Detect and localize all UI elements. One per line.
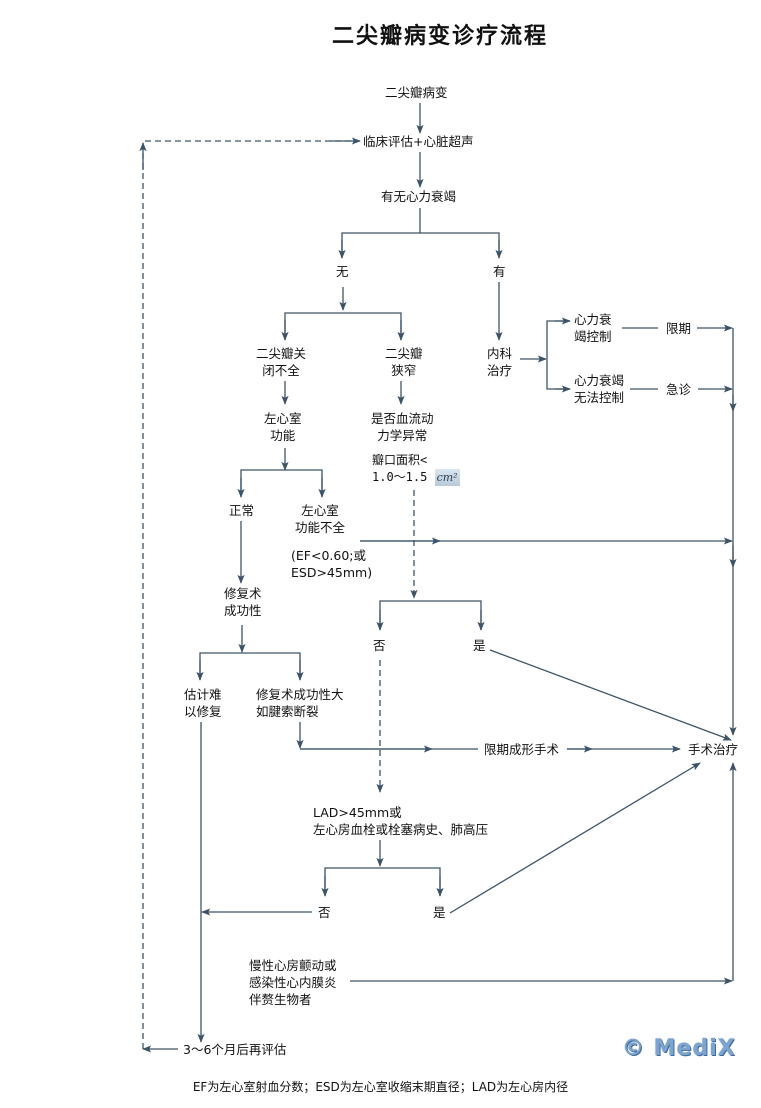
node-lad-no: 否 [318, 905, 331, 920]
node-valve-area: 瓣口面积< 1.0～1.5 cm² [372, 453, 460, 486]
node-af-endocarditis: 慢性心房颤动或 感染性心内膜炎 伴赘生物者 [249, 958, 337, 1007]
node-lad-question: LAD>45mm或左心房血栓或栓塞病史、肺高压 [313, 805, 489, 837]
node-hf-uncontrolled: 心力衰竭无法控制 [574, 373, 625, 405]
node-likely-repair: 修复术成功性大如腱索断裂 [256, 687, 344, 719]
node-hemo-yes: 是 [473, 638, 486, 653]
node-lv-function: 左心室功能 [264, 411, 302, 443]
node-lv-dysfunction: 左心室功能不全 [295, 503, 346, 535]
edge-hfq-branch [341, 232, 500, 258]
footnote: EF为左心室射血分数；ESD为左心室收缩末期直径；LAD为左心房内径 [192, 1080, 569, 1094]
unit-cm2: cm² [434, 469, 460, 486]
node-no-hf: 无 [336, 264, 349, 279]
node-reevaluate: 3～6个月后再评估 [183, 1042, 287, 1057]
node-hf-controlled: 心力衰竭控制 [574, 312, 612, 344]
node-lad-yes: 是 [433, 905, 446, 920]
node-surgery: 手术治疗 [688, 742, 739, 757]
node-hf-question: 有无心力衰竭 [381, 189, 457, 204]
node-normal: 正常 [229, 503, 255, 518]
edge-no-branch [284, 312, 402, 340]
edge-hemoyes-surgery [489, 649, 732, 741]
node-repair-success: 修复术成功性 [224, 586, 262, 618]
page-title: 二尖瓣病变诊疗流程 [331, 24, 548, 49]
node-mitral-regurgitation: 二尖瓣关闭不全 [256, 346, 307, 378]
node-emergency: 急诊 [666, 382, 692, 397]
node-hard-to-repair: 估计难以修复 [184, 687, 222, 719]
node-eval: 临床评估+心脏超声 [363, 134, 474, 149]
node-start: 二尖瓣病变 [385, 85, 448, 100]
edge-loop-back [142, 140, 360, 1049]
watermark-logo: © MediX [622, 1036, 736, 1061]
node-elective-plasty: 限期成形手术 [484, 742, 560, 757]
node-hemodynamic-question: 是否血流动力学异常 [371, 411, 434, 443]
node-hemo-no: 否 [373, 638, 386, 653]
node-medical-therapy: 内科治疗 [487, 346, 513, 378]
node-yes-hf: 有 [493, 264, 506, 279]
node-mitral-stenosis: 二尖瓣狭窄 [385, 346, 423, 378]
edge-ladyes-surgery [449, 762, 701, 914]
node-elective: 限期 [666, 321, 692, 336]
